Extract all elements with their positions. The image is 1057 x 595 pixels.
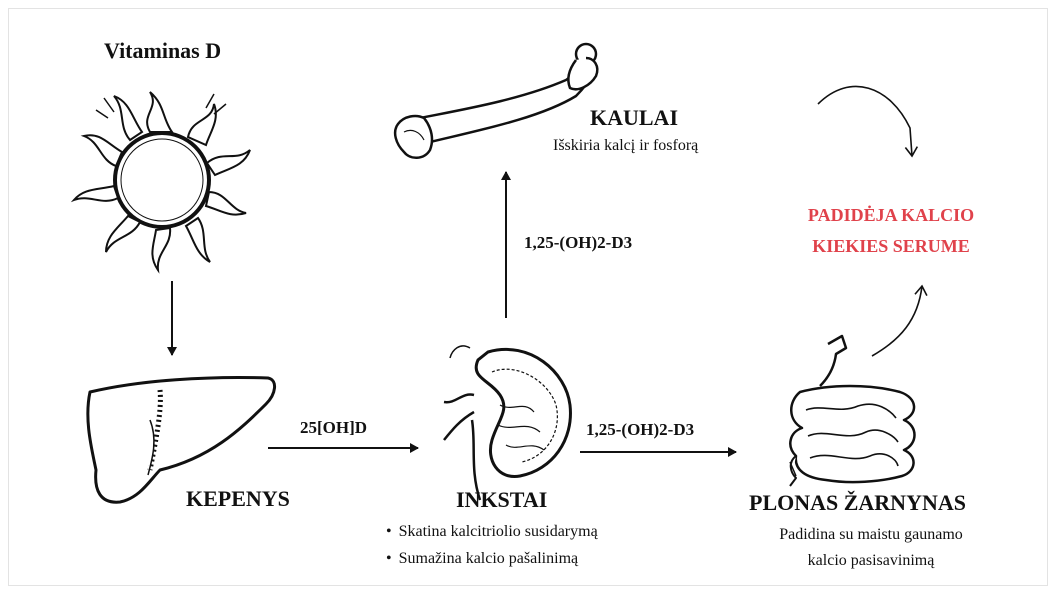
arrow-label-kidney-to-bone: 1,25-(OH)2-D3 [524,233,632,253]
intestine-description-line-1: Padidina su maistu gaunamo [746,522,996,548]
kidney-icon [444,346,570,500]
list-item: Sumažina kalcio pašalinimą [386,545,598,572]
result-line-2: KIEKIES SERUME [787,231,995,262]
curved-arrow-bottom [872,286,922,356]
result-line-1: PADIDĖJA KALCIO [787,200,995,231]
result-text: PADIDĖJA KALCIO KIEKIES SERUME [787,200,995,262]
arrow-label-25ohd: 25[OH]D [300,418,367,438]
intestine-label: PLONAS ŽARNYNAS [749,490,966,516]
intestine-icon [790,336,915,486]
bones-label: KAULAI [590,105,678,131]
vitamin-d-title: Vitaminas D [104,38,221,64]
kidney-effects-list: Skatina kalcitriolio susidarymą Sumažina… [386,518,598,572]
list-item: Skatina kalcitriolio susidarymą [386,518,598,545]
arrow-label-kidney-to-intestine: 1,25-(OH)2-D3 [586,420,694,440]
bones-description: Išskiria kalcį ir fosforą [553,137,698,155]
intestine-description-line-2: kalcio pasisavinimą [746,548,996,574]
curved-arrow-top [818,86,912,156]
intestine-description: Padidina su maistu gaunamo kalcio pasisa… [746,522,996,574]
liver-icon [88,378,275,503]
sun-icon [74,92,250,270]
kidney-label: INKSTAI [456,487,547,513]
liver-label: KEPENYS [186,486,290,512]
